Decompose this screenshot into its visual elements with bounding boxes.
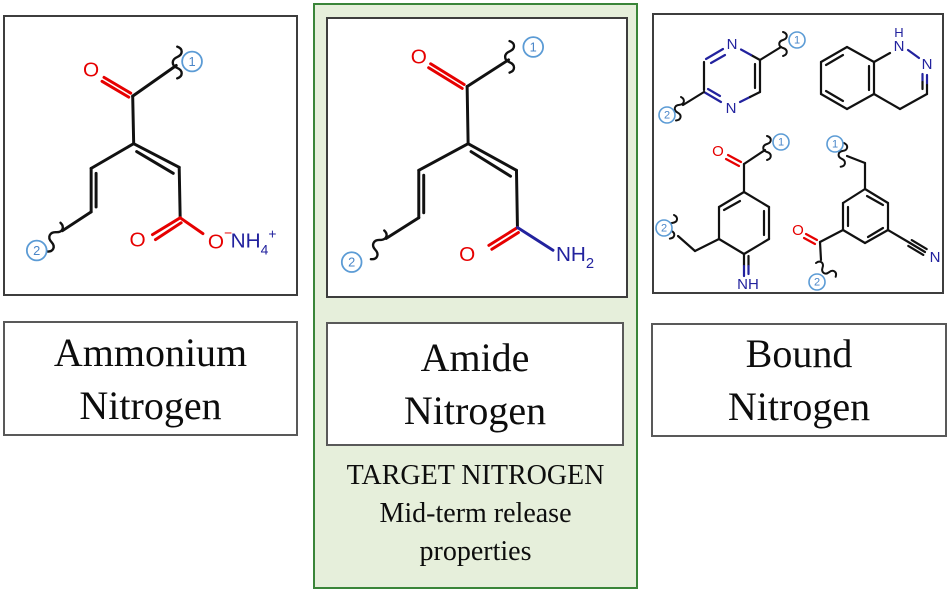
vinyl-double-bond-inner [135,150,175,175]
bound-structures-drawing: N N 1 2 [655,25,941,292]
attachment-2-number: 2 [814,277,820,289]
nh-hydrogen-label: H [894,25,903,40]
bond-to-attachment-1 [131,63,178,98]
bound-label-line2: Nitrogen [727,384,871,429]
carbonyl-oxygen-label: O [83,58,99,81]
imine-structure: O NH 1 2 [655,133,790,292]
pyrazine-n-bottom-label: N [726,100,737,117]
n2-label: N [922,56,933,73]
bond [177,165,182,220]
target-caption-line3: properties [419,536,532,567]
carboxylate-oxygen-label: O− [208,225,232,254]
attachment-point-2: 2 [658,106,676,124]
vinyl-double-bond [132,142,181,169]
wavy-bond-icon [171,45,183,80]
bond [465,84,470,146]
carbonyl-double-bond-inner [100,79,131,99]
ammonium-counterion-label: NH4+ [231,226,277,258]
attachment-1-number: 1 [794,35,800,47]
target-caption-line2: Mid-term release [379,498,572,529]
bond [89,142,136,170]
acid-carbonyl-double-bond [150,216,182,237]
bound-structure-box: N N 1 2 [652,13,944,294]
attachment-point-1: 1 [772,133,790,151]
attachment-1-number: 1 [530,39,537,54]
amide-target-panel: O O NH2 1 2 Amide Nitrogen TARGET NITROG… [313,3,638,589]
carbonyl-oxygen-label: O [411,46,427,69]
attachment-point-1: 1 [826,135,844,153]
carbonyl-oxygen-label: O [792,222,804,239]
n1-label: N [894,38,905,55]
amide-oxygen-label: O [459,243,475,266]
amide-label-line1: Amide [420,335,530,380]
wavy-bond-icon [673,96,685,122]
vinyl-double-bond [466,142,518,172]
wavy-bond-icon [837,142,849,168]
wavy-bond-icon [45,221,64,253]
nitrile-nitrogen-label: N [930,249,941,266]
acid-oxygen-label: O [130,229,146,252]
bond [514,168,519,230]
wavy-bond-icon [762,135,772,161]
dihydrocinnoline-structure: H N N [819,25,933,111]
attachment-point-2: 2 [655,219,673,237]
bond [131,94,136,146]
bond-to-attachment-2 [384,216,421,240]
attachment-2-number: 2 [664,110,670,122]
carbonyl-double-bond [429,62,466,86]
wavy-bond-icon [369,229,388,261]
attachment-point-1: 1 [522,36,545,58]
amide-carbonyl-double-bond [487,226,519,247]
carbonyl-double-bond-inner [427,66,464,90]
carbonyl-oxygen-label: O [712,143,724,160]
attachment-point-2: 2 [808,273,826,291]
wavy-bond-icon [815,260,838,278]
bound-label-box: Bound Nitrogen [651,323,947,437]
bond-to-attachment-1 [465,58,511,88]
attachment-point-2: 2 [25,239,48,262]
wavy-bond-icon [778,31,788,57]
bond [417,142,470,172]
attachment-1-number: 1 [832,139,838,151]
attachment-2-number: 2 [348,255,355,270]
ammonium-structure-drawing: O O O− NH4+ 1 2 [25,45,277,262]
ammonium-label-line1: Ammonium [53,329,248,375]
ammonium-label-line2: Nitrogen [79,382,222,428]
attachment-1-number: 1 [778,137,784,149]
attachment-point-1: 1 [788,31,806,49]
ammonium-structure-box: O O O− NH4+ 1 2 [3,15,298,296]
vinyl-double-bond-inner [469,150,513,178]
amide-nitrogen-label: NH2 [556,243,594,272]
pyrazine-n-top-label: N [727,36,738,53]
target-caption: TARGET NITROGEN Mid-term release propert… [315,457,636,571]
amide-label-line2: Nitrogen [403,388,547,433]
wavy-bond-icon [503,39,516,74]
attachment-1-number: 1 [188,54,195,69]
pyrazine-structure: N N 1 2 [658,31,806,124]
amide-carbonyl-double-bond-inner [490,231,520,251]
amide-structure-drawing: O O NH2 1 2 [340,36,594,273]
target-caption-line1: TARGET NITROGEN [346,460,605,491]
bound-label-line1: Bound [745,331,853,376]
imine-nh-label: NH [737,276,759,292]
nitrile-structure: O N 1 2 [792,135,941,291]
attachment-point-2: 2 [340,251,363,273]
bond-to-carboxylate-o [178,216,205,236]
attachment-2-number: 2 [661,223,667,235]
amide-structure-box: O O NH2 1 2 [326,17,628,298]
amide-label-box: Amide Nitrogen [326,322,624,446]
acid-carbonyl-double-bond-inner [153,221,183,242]
carbonyl-double-bond [102,75,133,95]
bond-to-attachment-2 [60,210,93,233]
bond-to-amide-nitrogen [515,226,555,252]
ammonium-label-box: Ammonium Nitrogen [3,321,298,436]
attachment-point-1: 1 [181,50,203,73]
attachment-2-number: 2 [33,243,40,258]
